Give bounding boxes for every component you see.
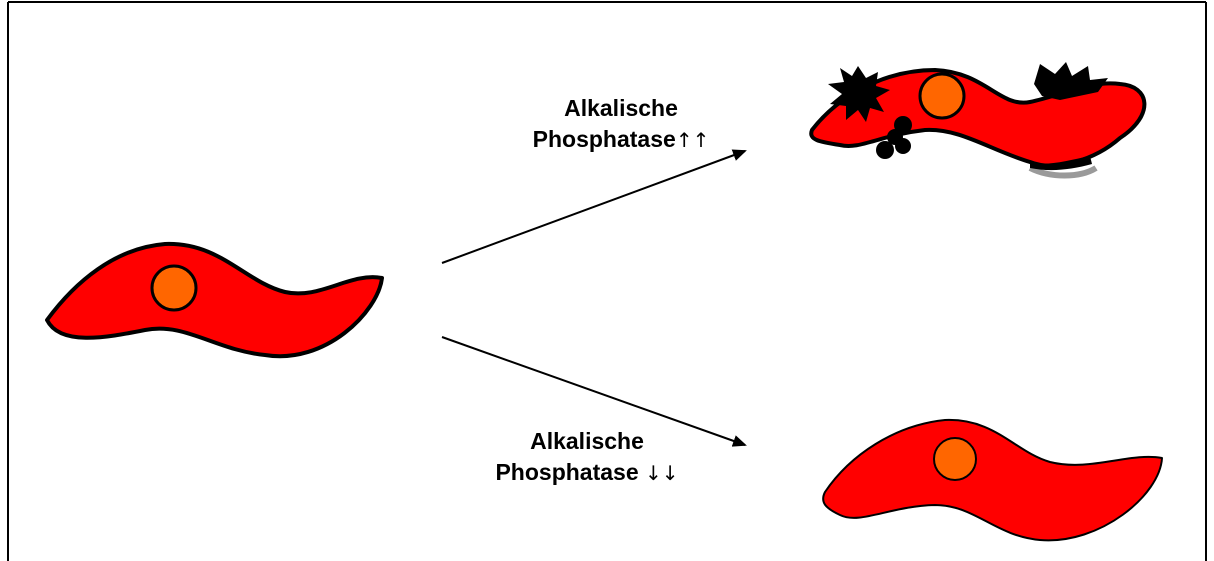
- vesicle-4: [887, 129, 903, 145]
- label-upper-line2: Phosphatase↑↑: [486, 124, 756, 156]
- arrow-up: [442, 151, 745, 263]
- damaged-cell-nucleus: [920, 74, 964, 118]
- label-lower: Alkalische Phosphatase ↓↓: [452, 426, 722, 489]
- source-cell: [47, 244, 382, 356]
- label-upper-text: Phosphatase: [533, 126, 676, 152]
- normal-cell: [823, 420, 1162, 540]
- damaged-cell: [811, 62, 1144, 176]
- source-cell-body: [47, 244, 382, 356]
- label-upper-line1: Alkalische: [486, 93, 756, 124]
- normal-cell-nucleus: [934, 438, 976, 480]
- label-lower-text: Phosphatase: [495, 459, 645, 485]
- normal-cell-body: [823, 420, 1162, 540]
- down-arrows-icon: ↓↓: [645, 461, 679, 485]
- source-cell-nucleus: [152, 266, 196, 310]
- up-arrows-icon: ↑↑: [676, 128, 710, 152]
- label-lower-line1: Alkalische: [452, 426, 722, 457]
- label-upper: Alkalische Phosphatase↑↑: [486, 93, 756, 156]
- label-lower-line2: Phosphatase ↓↓: [452, 457, 722, 489]
